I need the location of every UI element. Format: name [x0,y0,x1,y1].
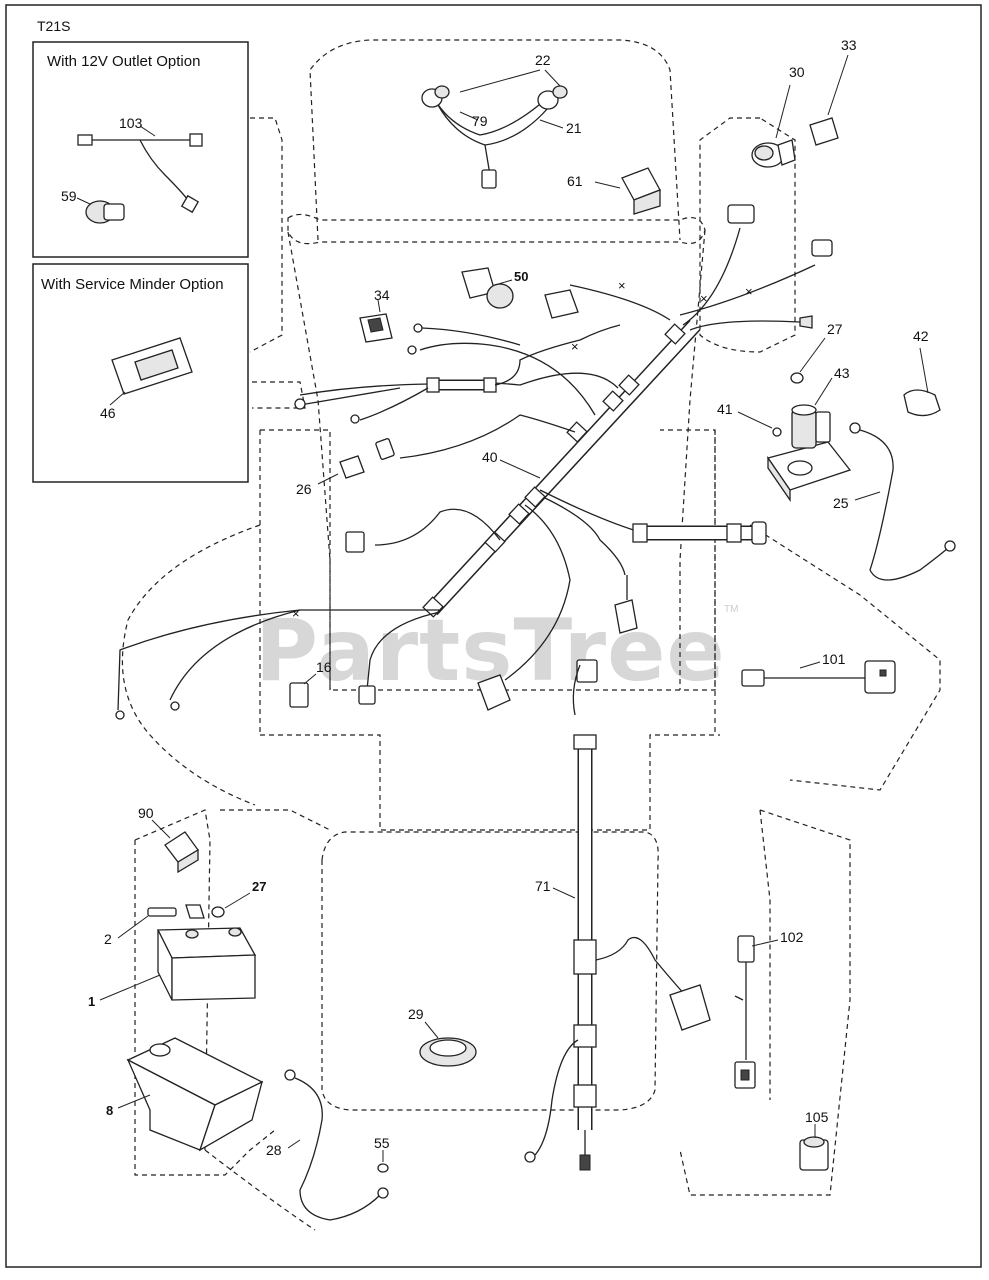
inset-12v-title: With 12V Outlet Option [47,53,200,70]
callout-42: 42 [913,328,929,344]
callout-41: 41 [717,401,733,417]
switch-50: 50 [461,267,528,309]
relay-61: 61 [567,167,661,215]
callout-28: 28 [266,1142,282,1158]
callout-59: 59 [61,188,77,204]
grommet-29: 29 [408,1006,477,1067]
switch-105: 105 [799,1109,829,1171]
inset-12v-outlet: With 12V Outlet Option 103 59 [32,41,249,258]
harness-101: 101 [741,651,896,694]
fuse-26: 26 [296,455,365,497]
key-33: 33 [809,37,857,146]
switch-16: 16 [289,659,332,708]
diagram-code: T21S [37,18,70,34]
nut-27-right: 27 [790,321,843,384]
nut-27-left: 27 [211,879,266,918]
callout-27-right: 27 [827,321,843,337]
callout-22: 22 [535,52,551,68]
svg-text:×: × [571,339,579,354]
ignition-switch-30: 30 [751,64,805,168]
callout-46: 46 [100,405,116,421]
callout-61: 61 [567,173,583,189]
harness-102: 102 [734,929,804,1089]
inset-minder-title: With Service Minder Option [41,276,224,293]
callout-16: 16 [316,659,332,675]
callout-50: 50 [514,269,528,284]
callout-1: 1 [88,994,95,1009]
callout-8: 8 [106,1103,113,1118]
nut-55: 55 [374,1135,390,1173]
inset-service-minder: With Service Minder Option 46 [32,263,249,483]
callout-103: 103 [119,115,143,131]
watermark-tm: TM [724,604,738,615]
main-harness-40: × × × × × 40 [115,204,833,720]
solenoid-43: 43 [766,365,852,503]
callout-21: 21 [566,120,582,136]
svg-text:×: × [618,278,626,293]
callout-43: 43 [834,365,850,381]
svg-text:×: × [745,284,753,299]
callout-2: 2 [104,931,112,947]
callout-55: 55 [374,1135,390,1151]
callout-25: 25 [833,495,849,511]
svg-text:×: × [700,291,708,306]
bolt-2: 2 [104,904,205,947]
callout-101: 101 [822,651,846,667]
callout-33: 33 [841,37,857,53]
cable-25: 25 [833,422,956,581]
outer-border [5,4,982,1268]
harness-71: 71 [524,659,711,1171]
battery-1: 1 [88,927,257,1009]
headlight-harness-22-79-21: 22 79 21 [421,52,582,189]
cable-28: 28 [266,1069,389,1221]
callout-26: 26 [296,481,312,497]
callout-102: 102 [780,929,804,945]
callout-34: 34 [374,287,390,303]
callout-79: 79 [472,113,488,129]
callout-90: 90 [138,805,154,821]
callout-105: 105 [805,1109,829,1125]
relay-90: 90 [138,805,199,874]
svg-text:×: × [292,606,300,621]
callout-29: 29 [408,1006,424,1022]
battery-tray-8: 8 [106,1037,264,1152]
callout-40: 40 [482,449,498,465]
boot-42: 42 [903,328,941,417]
screw-41: 41 [717,401,782,437]
switch-34: 34 [359,287,393,343]
callout-27-left: 27 [252,879,266,894]
callout-30: 30 [789,64,805,80]
callout-71: 71 [535,878,551,894]
